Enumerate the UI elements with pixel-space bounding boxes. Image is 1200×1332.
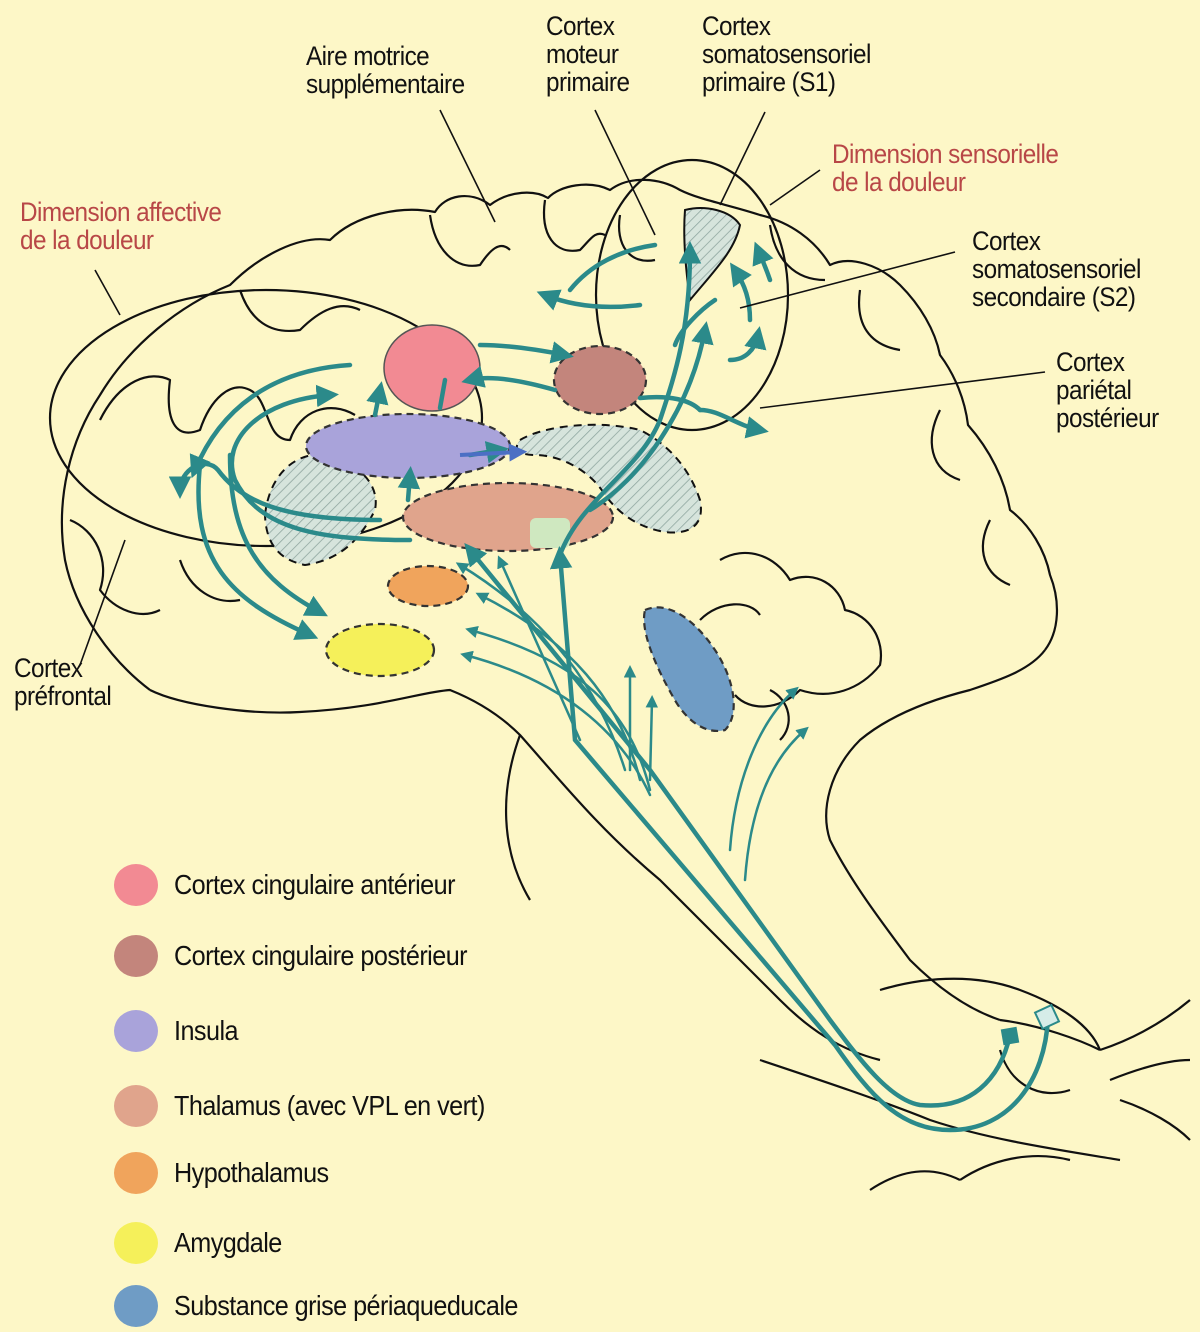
- legend-label: Amygdale: [174, 1227, 282, 1259]
- label-line: pariétal: [1056, 376, 1159, 404]
- legend-label: Hypothalamus: [174, 1157, 329, 1189]
- label-line: somatosensoriel: [972, 255, 1141, 283]
- label-line: Cortex: [546, 12, 629, 40]
- label-sensory-dimension: Dimension sensorielle de la douleur: [832, 140, 1058, 196]
- label-line: secondaire (S2): [972, 283, 1141, 311]
- label-s1: Cortex somatosensoriel primaire (S1): [702, 12, 871, 96]
- legend-item-posterior-cingulate: Cortex cingulaire postérieur: [114, 933, 500, 979]
- label-line: préfrontal: [14, 682, 111, 710]
- legend-item-thalamus: Thalamus (avec VPL en vert): [114, 1083, 519, 1129]
- legend-swatch: [114, 1152, 158, 1194]
- label-line: supplémentaire: [306, 70, 465, 98]
- legend-item-periaqueductal-gray: Substance grise périaqueducale: [114, 1283, 556, 1329]
- legend-swatch: [114, 1285, 158, 1327]
- legend-swatch: [114, 935, 158, 977]
- legend-item-insula: Insula: [114, 1008, 245, 1054]
- legend-swatch: [114, 864, 158, 906]
- legend-item-hypothalamus: Hypothalamus: [114, 1150, 346, 1196]
- label-prefrontal-cortex: Cortex préfrontal: [14, 654, 111, 710]
- legend-label: Substance grise périaqueducale: [174, 1290, 518, 1322]
- label-line: de la douleur: [20, 226, 221, 254]
- legend-item-amygdala: Amygdale: [114, 1220, 294, 1266]
- label-line: postérieur: [1056, 404, 1159, 432]
- spinal-entry-marker-open: [1035, 1005, 1059, 1029]
- label-line: Dimension sensorielle: [832, 140, 1058, 168]
- label-line: Aire motrice: [306, 42, 465, 70]
- label-affective-dimension: Dimension affective de la douleur: [20, 198, 221, 254]
- label-line: somatosensoriel: [702, 40, 871, 68]
- amygdala-region: [326, 624, 434, 676]
- insula-region: [306, 414, 510, 478]
- label-line: Cortex: [14, 654, 111, 682]
- label-line: primaire (S1): [702, 68, 871, 96]
- legend-label: Cortex cingulaire antérieur: [174, 869, 455, 901]
- legend-swatch: [114, 1222, 158, 1264]
- label-line: primaire: [546, 68, 629, 96]
- label-line: Cortex: [972, 227, 1141, 255]
- label-line: de la douleur: [832, 168, 1058, 196]
- label-primary-motor-cortex: Cortex moteur primaire: [546, 12, 629, 96]
- anterior-cingulate-region: [384, 325, 480, 411]
- periaqueductal-gray-region: [644, 607, 734, 731]
- legend-swatch: [114, 1010, 158, 1052]
- label-s2: Cortex somatosensoriel secondaire (S2): [972, 227, 1141, 311]
- hypothalamus-region: [388, 566, 468, 606]
- label-line: Cortex: [1056, 348, 1159, 376]
- legend-label: Thalamus (avec VPL en vert): [174, 1090, 485, 1122]
- legend-label: Insula: [174, 1015, 238, 1047]
- s1-hatched-region: [684, 208, 740, 300]
- label-posterior-parietal-cortex: Cortex pariétal postérieur: [1056, 348, 1159, 432]
- label-line: Dimension affective: [20, 198, 221, 226]
- label-supplementary-motor-area: Aire motrice supplémentaire: [306, 42, 465, 98]
- legend-label: Cortex cingulaire postérieur: [174, 940, 467, 972]
- label-line: Cortex: [702, 12, 871, 40]
- legend-swatch: [114, 1085, 158, 1127]
- posterior-cingulate-region: [554, 346, 646, 414]
- label-line: moteur: [546, 40, 629, 68]
- legend-item-anterior-cingulate: Cortex cingulaire antérieur: [114, 862, 486, 908]
- spinal-entry-marker: [1001, 1027, 1020, 1046]
